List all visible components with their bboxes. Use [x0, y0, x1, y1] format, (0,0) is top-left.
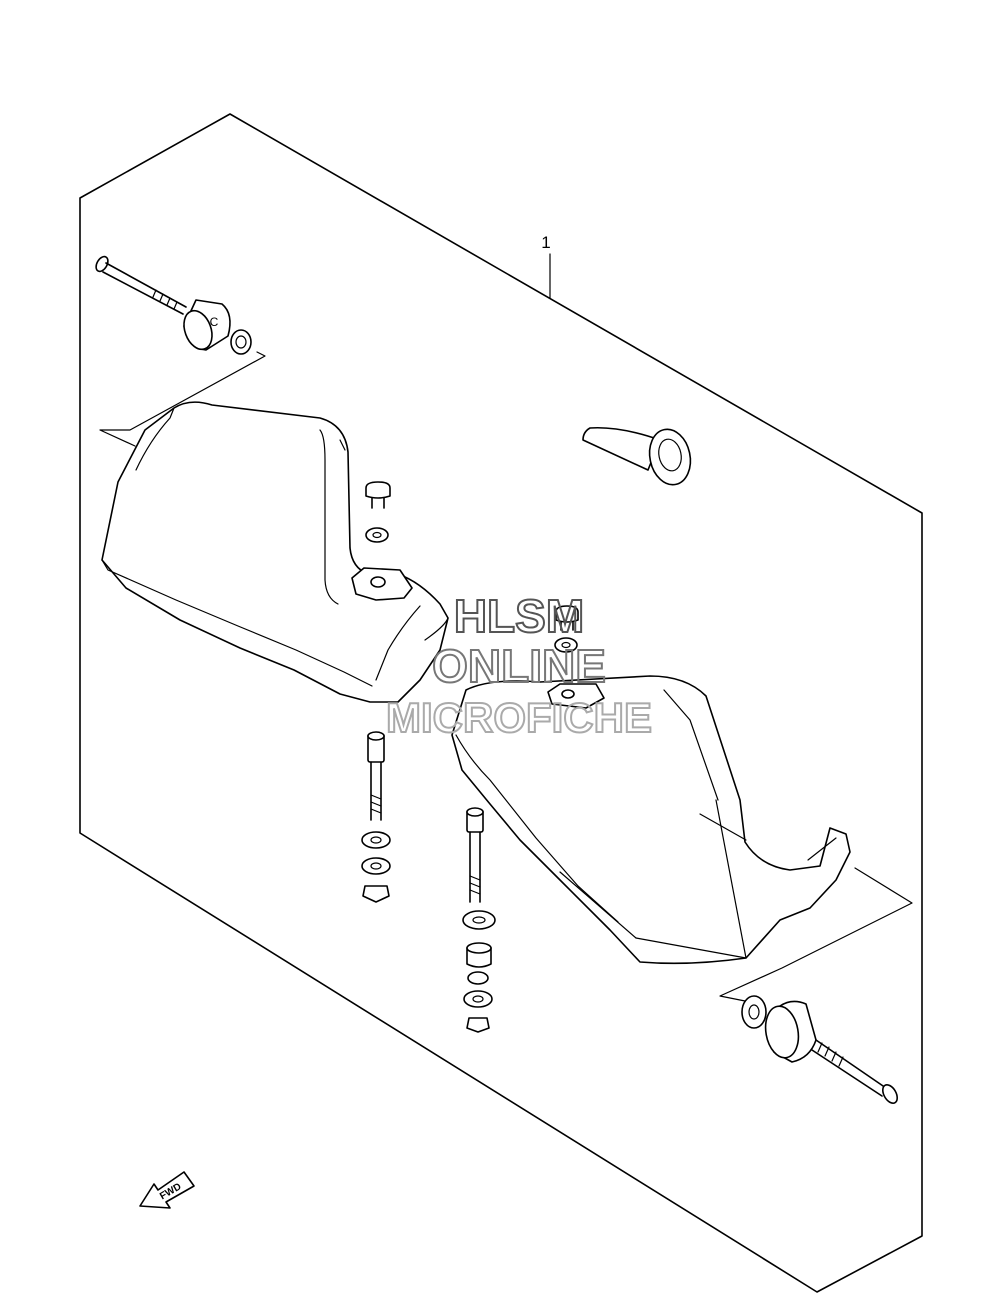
watermark-line-2: ONLINE [432, 640, 606, 692]
right-guide-line [719, 867, 913, 1003]
right-mirror-screw [554, 605, 579, 653]
right-hand-guard [451, 675, 851, 965]
left-guide-line [99, 351, 266, 447]
fwd-arrow-icon: FWD [139, 1171, 195, 1209]
watermark: HLSM ONLINE MICROFICHE [385, 589, 653, 742]
left-mount-bolt-set [361, 731, 391, 903]
watermark-line-1: HLSM [454, 590, 584, 642]
left-mirror-screw [365, 481, 391, 543]
right-collar [741, 995, 767, 1029]
callout-label: 1 [541, 233, 550, 252]
left-collar [230, 329, 252, 355]
left-bar-end-weight: C [183, 299, 231, 351]
weight-letter: C [210, 315, 219, 329]
watermark-line-3: MICROFICHE [386, 694, 652, 741]
right-bar-end-weight [764, 1000, 817, 1063]
right-mount-bolt-set [462, 807, 496, 1033]
grommet [582, 426, 692, 486]
right-bar-end-bolt [811, 1039, 899, 1104]
kit-boundary [79, 113, 923, 1293]
left-hand-guard [101, 401, 449, 703]
left-bar-end-bolt [95, 255, 187, 315]
